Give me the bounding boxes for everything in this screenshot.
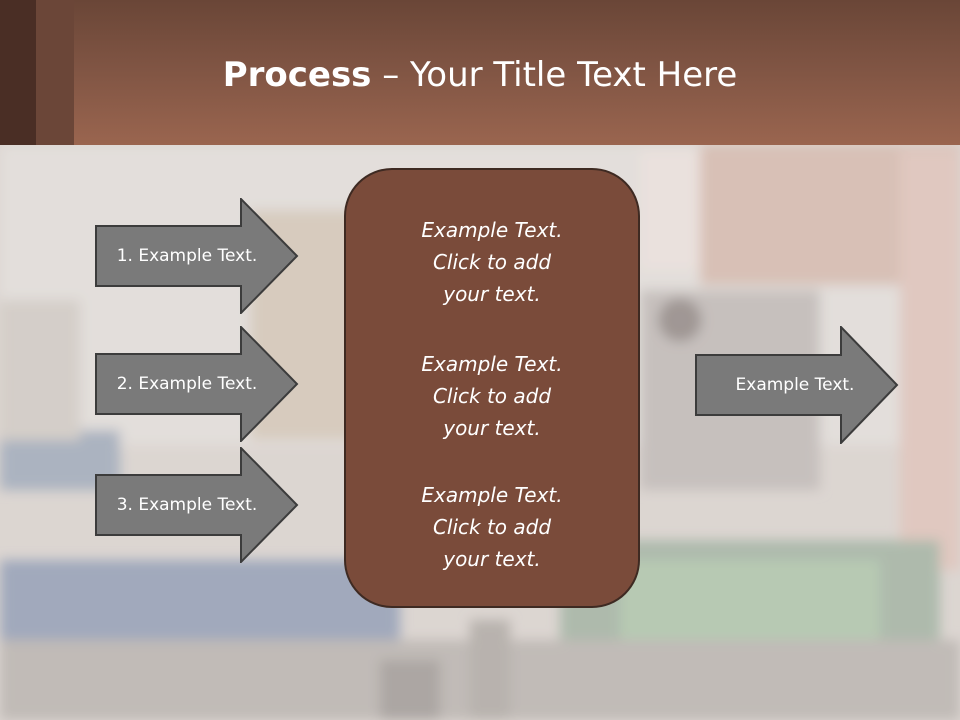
title-bold-text: Process [222,55,372,95]
slide-title[interactable]: Process – Your Title Text Here [0,52,960,98]
center-line: your text. [443,282,541,306]
arrow-right-icon [695,326,899,444]
output-arrow[interactable]: Example Text. [695,326,899,444]
input-arrow-label: 3. Example Text. [116,495,258,515]
arrow-right-icon [95,447,299,563]
center-paragraph-1: Example Text. Click to add your text. [346,214,638,310]
process-center-box[interactable]: Example Text. Click to add your text. Ex… [344,168,640,608]
input-arrow-3[interactable]: 3. Example Text. [95,447,299,563]
center-line: Example Text. [421,218,563,242]
center-paragraph-3: Example Text. Click to add your text. [346,479,638,575]
header-accent [36,0,74,145]
center-line: Click to add [432,384,552,408]
center-line: Click to add [432,515,552,539]
title-bar: Process – Your Title Text Here [0,0,960,145]
input-arrow-label: 2. Example Text. [116,374,258,394]
header-accent-dark [0,0,36,145]
arrow-right-icon [95,198,299,314]
center-line: your text. [443,547,541,571]
output-arrow-label: Example Text. [735,375,855,395]
input-arrow-1[interactable]: 1. Example Text. [95,198,299,314]
center-line: Click to add [432,250,552,274]
center-line: your text. [443,416,541,440]
center-line: Example Text. [421,483,563,507]
input-arrow-2[interactable]: 2. Example Text. [95,326,299,442]
center-line: Example Text. [421,352,563,376]
arrow-right-icon [95,326,299,442]
input-arrow-label: 1. Example Text. [116,246,258,266]
center-paragraph-2: Example Text. Click to add your text. [346,348,638,444]
title-rest-text: – Your Title Text Here [371,55,738,95]
